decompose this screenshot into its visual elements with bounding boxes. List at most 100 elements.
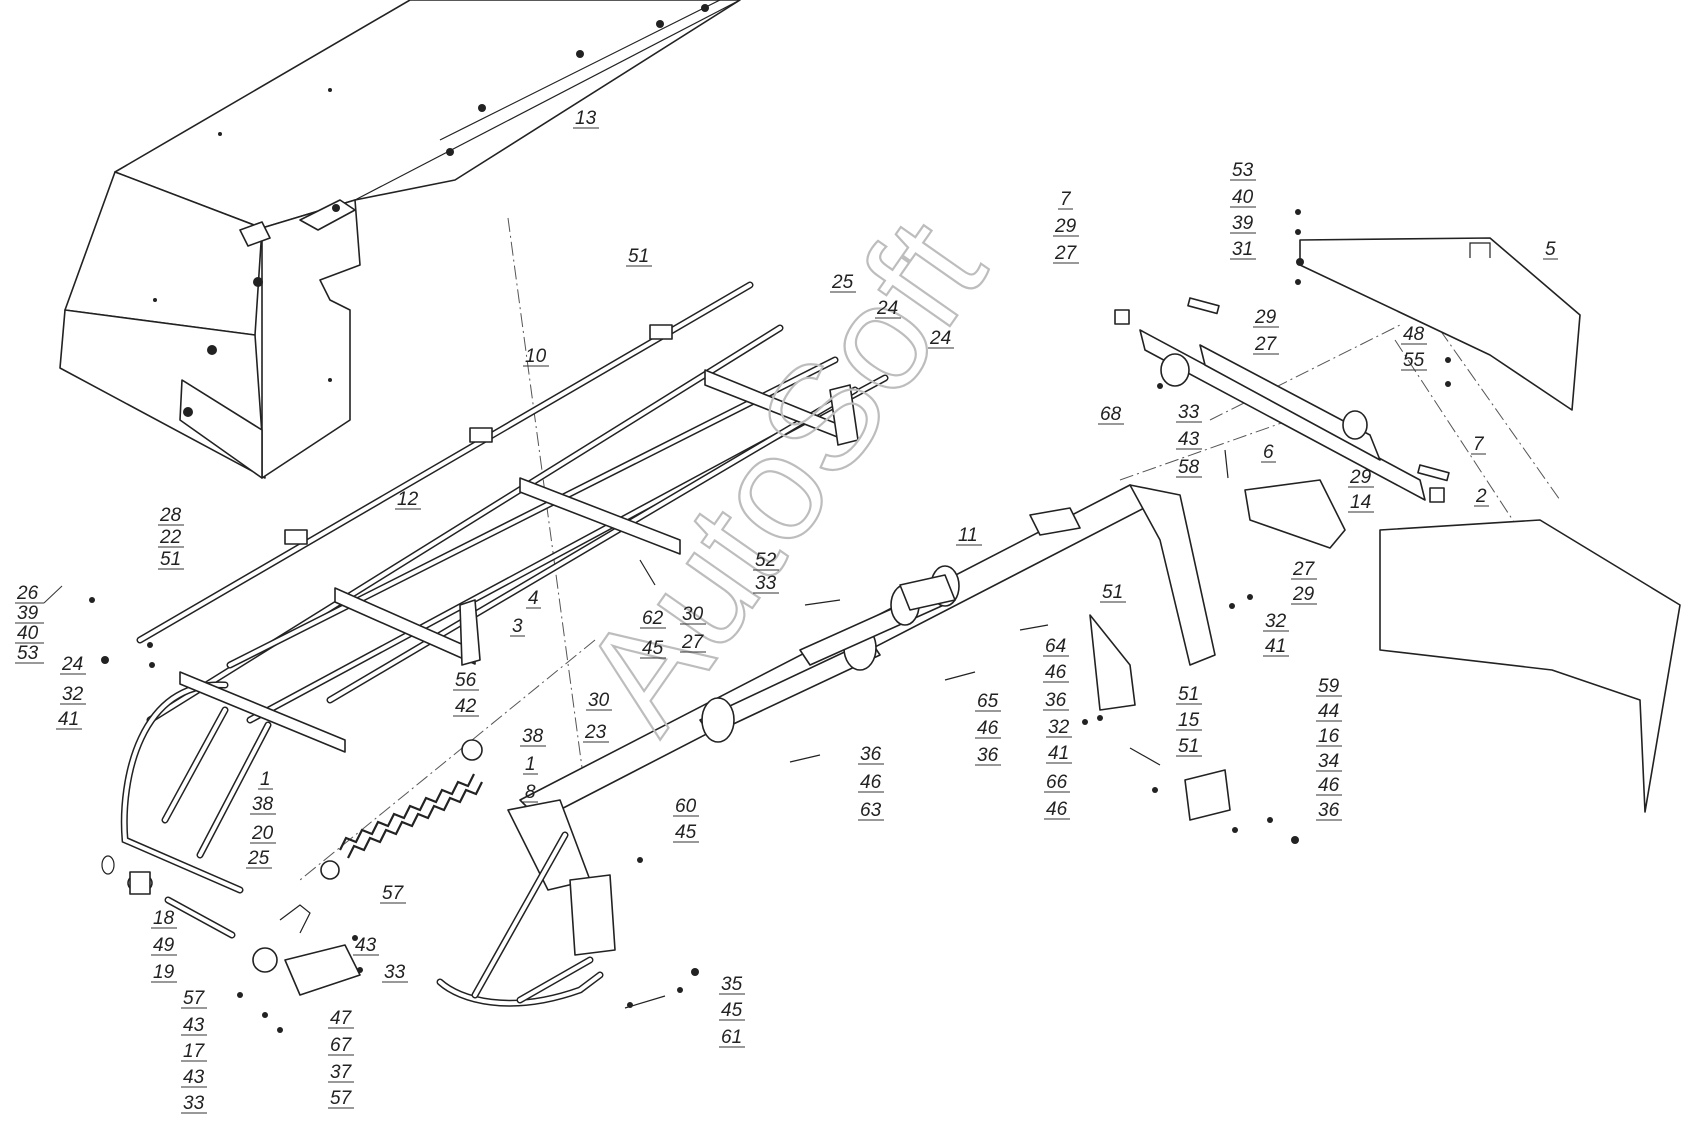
callout-label: 53 [17, 643, 39, 664]
callout-label: 29 [1349, 467, 1372, 488]
callout-label: 58 [1178, 457, 1200, 478]
callout-label: 31 [1232, 239, 1253, 260]
callout-label: 30 [588, 690, 610, 711]
callout-label: 35 [721, 974, 743, 995]
callout-label: 59 [1318, 676, 1340, 697]
callout-label: 12 [397, 489, 419, 510]
callout-label: 33 [384, 962, 406, 983]
callout-label: 46 [1045, 662, 1067, 683]
callout-label: 17 [183, 1041, 206, 1062]
callout-label: 4 [528, 588, 539, 609]
callout-label: 1 [260, 769, 271, 790]
callout-label: 52 [755, 550, 777, 571]
callout-label: 27 [681, 632, 705, 653]
callout-label: 18 [153, 908, 175, 929]
callout-label: 36 [1045, 690, 1067, 711]
callout-label: 39 [1232, 213, 1254, 234]
callout-label: 22 [159, 527, 182, 548]
callout-label: 25 [247, 848, 270, 869]
callout-label: 43 [355, 935, 377, 956]
fasteners [89, 209, 1451, 1033]
callout-label: 24 [929, 328, 951, 349]
callout-label: 19 [153, 962, 175, 983]
callout-label: 33 [1178, 402, 1200, 423]
callout-label: 45 [642, 638, 664, 659]
callout-label: 43 [183, 1067, 205, 1088]
callout-label: 36 [977, 745, 999, 766]
right-assembly-parts [1089, 237, 1681, 821]
callout-label: 68 [1100, 404, 1122, 425]
callout-label: 61 [721, 1027, 742, 1048]
callout-label: 57 [382, 883, 405, 904]
callout-label: 41 [1265, 636, 1286, 657]
callout-label: 46 [977, 718, 999, 739]
callout-label: 14 [1350, 492, 1371, 513]
callout-label: 46 [860, 772, 882, 793]
callout-label: 62 [642, 608, 664, 629]
callout-label: 32 [1265, 611, 1287, 632]
callout-label: 65 [977, 691, 999, 712]
callout-label: 32 [1048, 717, 1070, 738]
callout-label: 13 [575, 108, 597, 129]
callout-label: 41 [58, 709, 79, 730]
callout-label: 64 [1045, 636, 1066, 657]
callout-label: 57 [330, 1088, 353, 1109]
callout-label: 29 [1254, 307, 1277, 328]
callout-label: 27 [1254, 334, 1278, 355]
callout-label: 27 [1292, 559, 1316, 580]
callout-label: 67 [330, 1035, 353, 1056]
callout-label: 46 [1318, 775, 1340, 796]
callout-label: 5 [1545, 239, 1556, 260]
main-beam-part [519, 484, 1216, 821]
callout-label: 57 [183, 988, 206, 1009]
callout-label: 37 [330, 1062, 353, 1083]
callout-label: 45 [721, 1000, 743, 1021]
callout-label: 38 [522, 726, 544, 747]
callout-label: 51 [1178, 736, 1199, 757]
callout-label: 43 [183, 1015, 205, 1036]
callout-label: 56 [455, 670, 477, 691]
callout-label: 43 [1178, 429, 1200, 450]
callout-label: 38 [252, 794, 274, 815]
callout-label: 39 [17, 603, 39, 624]
callout-label: 40 [1232, 187, 1254, 208]
callout-label: 51 [628, 246, 649, 267]
hood-cover-part [59, 0, 741, 479]
callout-label: 47 [330, 1008, 353, 1029]
callout-label: 23 [584, 722, 607, 743]
callout-label: 24 [61, 654, 83, 675]
callout-label: 6 [1263, 442, 1274, 463]
callout-label: 10 [525, 346, 547, 367]
leader-lines [15, 127, 1558, 1114]
callout-label: 29 [1054, 216, 1077, 237]
callout-label: 7 [1060, 189, 1072, 210]
stacked-callout-box [15, 585, 63, 664]
callout-label: 34 [1318, 751, 1339, 772]
callout-label: 53 [1232, 160, 1254, 181]
callout-label: 51 [1178, 684, 1199, 705]
callout-label: 33 [755, 573, 777, 594]
callout-labels: 1310121151252424282251263940532432414356… [16, 108, 1556, 1114]
ladder-frame-part [120, 281, 889, 894]
callout-label: 2 [1475, 486, 1487, 507]
callout-label: 30 [682, 604, 704, 625]
callout-label: 16 [1318, 726, 1340, 747]
spring-part [320, 739, 483, 880]
callout-label: 60 [675, 796, 697, 817]
callout-label: 26 [16, 583, 39, 604]
lower-left-parts [101, 855, 361, 996]
callout-label: 24 [876, 298, 898, 319]
callout-label: 25 [831, 272, 854, 293]
callout-label: 48 [1403, 324, 1425, 345]
callout-label: 7 [1473, 434, 1485, 455]
callout-label: 41 [1048, 743, 1069, 764]
callout-label: 3 [512, 616, 523, 637]
callout-label: 36 [1318, 800, 1340, 821]
callout-label: 11 [958, 525, 978, 546]
callout-label: 28 [159, 505, 182, 526]
callout-label: 51 [1102, 582, 1123, 603]
callout-label: 55 [1403, 350, 1425, 371]
callout-label: 8 [525, 782, 536, 803]
callout-label: 63 [860, 800, 882, 821]
